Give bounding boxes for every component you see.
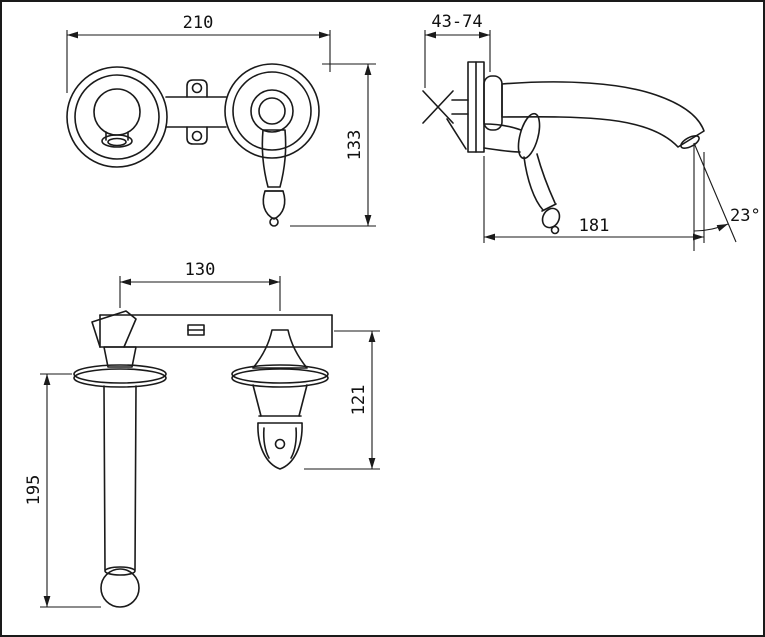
handle-lever-edge [523, 156, 544, 211]
spout-tube-edge [134, 385, 137, 571]
spout-escutcheon-outer-circle [66, 66, 168, 168]
handle-length-dimension: 121 [304, 330, 380, 470]
handle-neck-line [541, 203, 557, 212]
handle-flange [231, 364, 329, 384]
handle-hub-circle [250, 89, 294, 133]
handle-teardrop-tip [541, 207, 561, 229]
screw-tab-top [186, 79, 208, 98]
spout-escutcheon-inner-circle [74, 74, 160, 160]
front-height-dim-label: 133 [345, 130, 365, 161]
spout-length-dim-label: 195 [24, 475, 44, 506]
valve-cross-icon [422, 90, 454, 124]
handle-mount-curve [483, 123, 522, 131]
handle-escutcheon-inner-circle [232, 71, 312, 151]
spout-flange-rim [73, 368, 167, 388]
handle-body-taper [298, 384, 308, 417]
screw-tab-bottom [186, 126, 208, 145]
spout-angle-dim-label: 23° [730, 206, 761, 226]
side-reach-dim-label: 181 [579, 216, 610, 236]
spout-tip-bulb [100, 568, 140, 608]
bottom-axis-distance-dim-label: 130 [185, 260, 216, 280]
handle-teardrop-tip [262, 190, 286, 220]
handle-hub-inner-circle [258, 97, 286, 125]
valve-stem-line [446, 118, 467, 150]
spout-tube-edge [103, 385, 106, 571]
handle-lever-shaft [261, 129, 287, 188]
spout-tube-joint [104, 566, 136, 576]
side-depth-dim-label: 43-74 [431, 12, 482, 32]
front-view [66, 63, 320, 227]
handle-ball-tip [269, 217, 279, 227]
spout-angle-dimension: 23° [693, 142, 761, 251]
spout-length-dimension: 195 [24, 373, 101, 608]
spout-flange [73, 364, 167, 384]
angle-arc [693, 223, 729, 232]
handle-dome-contour [262, 427, 270, 459]
screw-hole [191, 82, 203, 94]
handle-flange-rim [231, 368, 329, 388]
handle-length-dim-label: 121 [349, 385, 369, 416]
handle-dome [257, 422, 303, 470]
angle-leg-line [693, 142, 737, 243]
bottom-view [73, 310, 333, 608]
spout-outline [501, 81, 705, 148]
handle-body-taper [252, 384, 262, 417]
handle-ball-tip [550, 225, 560, 235]
handle-escutcheon-outer-circle [224, 63, 320, 159]
handle-mount-curve [483, 147, 521, 153]
screw-hole [191, 130, 203, 142]
handle-flange-side [517, 112, 541, 160]
handle-dome-contour [290, 427, 298, 459]
handle-lever-edge [536, 153, 556, 204]
aerator-ellipse [101, 134, 133, 148]
front-width-dim-label: 210 [183, 13, 214, 33]
front-width-dimension: 210 [66, 13, 331, 93]
axis-distance-dimension: 130 [119, 260, 281, 311]
front-height-dimension: 133 [290, 63, 376, 227]
handle-lever-fan [252, 329, 308, 369]
installation-depth-dimension: 43-74 [424, 12, 491, 88]
set-screw-hole [274, 438, 286, 450]
spout-joint-wedge [91, 310, 137, 348]
side-view [422, 61, 705, 235]
aerator-inner-ellipse [107, 137, 127, 147]
spout-connector [103, 346, 137, 368]
spout-aerator [680, 135, 700, 149]
